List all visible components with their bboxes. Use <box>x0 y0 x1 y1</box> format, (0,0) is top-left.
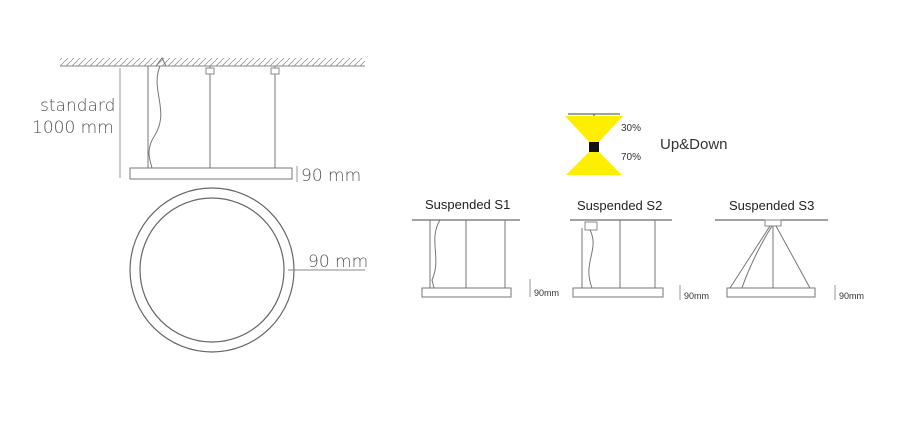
light-distribution-icon <box>565 113 623 175</box>
luminaire-profile-side <box>129 167 293 180</box>
luminaire-profile <box>726 287 816 298</box>
canopy <box>764 219 782 227</box>
up-light-beam <box>565 116 623 143</box>
down-percent-label: 70% <box>621 152 642 163</box>
main-side-view <box>60 57 365 182</box>
variant-s1-title: Suspended S1 <box>425 197 511 212</box>
down-light-beam <box>566 151 622 175</box>
variant-s3-drawing <box>715 219 836 300</box>
variant-s3-title: Suspended S3 <box>729 198 815 213</box>
variant-s2-title: Suspended S2 <box>577 198 663 213</box>
cable-hook <box>155 57 167 67</box>
variant-s3-dimension: 90mm <box>839 291 865 301</box>
wire-anchor <box>205 67 215 75</box>
variant-s2-drawing <box>570 219 681 300</box>
power-cable <box>431 219 441 289</box>
distribution-label: Up&Down <box>660 136 728 153</box>
power-cable <box>148 65 162 169</box>
thickness-label: 90 mm <box>301 166 362 186</box>
ceiling-hatch <box>60 58 365 66</box>
up-percent-label: 30% <box>621 123 642 134</box>
ring-inner-edge <box>139 197 285 343</box>
variant-s1-dimension: 90mm <box>534 288 560 298</box>
wire-anchor <box>270 67 280 75</box>
ring-top-view <box>129 187 365 353</box>
variant-s1-drawing <box>412 219 531 298</box>
canopy <box>584 221 598 231</box>
height-label-value: 1000 mm <box>32 118 114 138</box>
variant-s2-dimension: 90mm <box>684 291 710 301</box>
luminaire-body-icon <box>589 142 599 152</box>
power-cable <box>588 229 594 289</box>
power-cable <box>741 225 773 289</box>
height-label-standard: standard <box>40 96 116 116</box>
luminaire-profile <box>572 287 664 298</box>
luminaire-profile <box>421 287 512 298</box>
ring-width-label: 90 mm <box>308 252 369 272</box>
